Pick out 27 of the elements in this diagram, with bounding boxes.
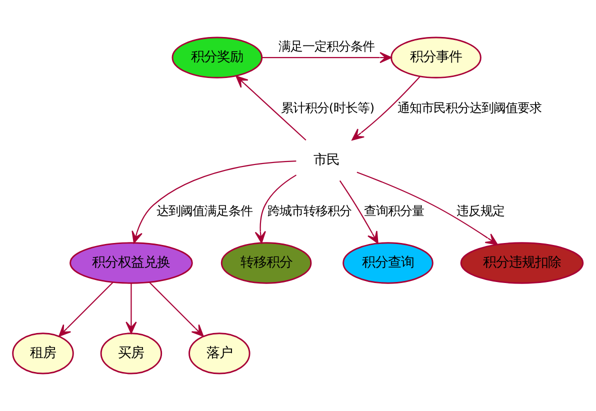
arrow [132,160,296,244]
arrow [254,174,296,244]
arrow [58,282,114,337]
node-ellipse: 积分奖励 [172,36,263,78]
edge-label: 跨城市转移积分 [267,204,352,218]
node-ellipse: 积分事件 [390,36,482,78]
edge-label: 查询积分量 [364,204,424,218]
node-text: 市民 [314,152,340,168]
arrow [262,52,392,64]
edge-label: 达到阈值满足条件 [156,204,252,218]
arrow [149,282,204,337]
node-ellipse: 转移积分 [220,242,312,284]
node-ellipse: 积分查询 [342,242,434,284]
arrow [352,76,420,140]
node-ellipse: 积分权益兑换 [70,242,193,284]
edge-label: 累计积分(时长等) [280,101,374,116]
arrow [236,76,306,141]
node-ellipse: 积分违规扣除 [460,242,584,284]
node-ellipse: 租房 [12,332,74,374]
node-ellipse: 买房 [100,332,162,374]
arrow [126,283,137,334]
arrow [356,172,498,246]
edge-label: 满足一定积分条件 [278,40,375,54]
edge-label: 通知市民积分达到阈值要求 [398,101,542,116]
arrow [339,180,378,244]
edge-label: 违反规定 [456,204,505,218]
node-ellipse: 落户 [188,332,250,374]
